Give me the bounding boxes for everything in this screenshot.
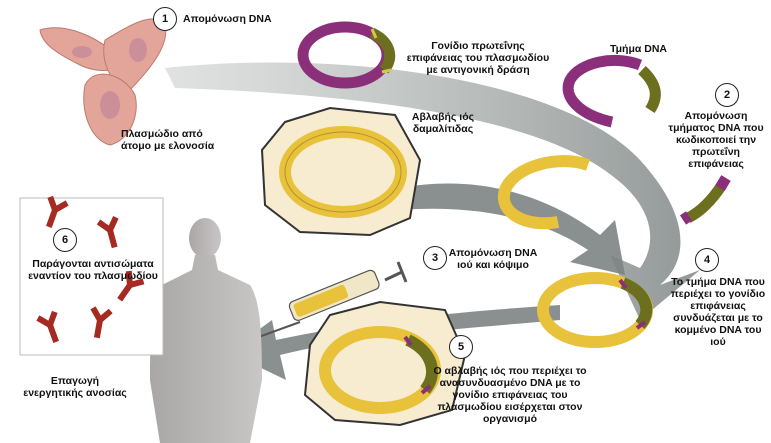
immunity-label: Επαγωγή ενεργητικής ανοσίας bbox=[23, 375, 127, 399]
step-2-text: Απομόνωση τμήματος DNA που κωδικοποιεί τ… bbox=[668, 110, 764, 170]
isolated-gene-fragment bbox=[679, 175, 731, 225]
process-arrow-return bbox=[228, 305, 560, 380]
step-1-number: 1 bbox=[153, 7, 177, 31]
step-5-text: Ο αβλαβής ιός που περιέχει το ανασυνδυασ… bbox=[433, 365, 587, 425]
harmless-virus-label: Αβλαβής ιός δαμαλίτιδας bbox=[411, 111, 475, 135]
virus-cell bbox=[260, 106, 422, 237]
step-6-text: Παράγονται αντισώματα εναντίον του πλασμ… bbox=[28, 258, 158, 282]
step-4-number: 4 bbox=[695, 248, 719, 272]
surface-gene-label: Γονίδιο πρωτεΐνης επιφάνειας του πλασμωδ… bbox=[406, 40, 550, 76]
step-2-number: 2 bbox=[715, 83, 739, 107]
plasmid-dna-ring bbox=[297, 21, 396, 89]
process-arrow-main bbox=[165, 62, 700, 321]
human-silhouette bbox=[150, 218, 262, 443]
step-4-text: Το τμήμα DNA που περιέχει το γονίδιο επι… bbox=[670, 276, 766, 348]
recombinant-virus-cell bbox=[303, 300, 467, 427]
step-1-text: Απομόνωση DNA bbox=[183, 13, 272, 25]
cut-virus-dna bbox=[497, 155, 591, 230]
step-6-number: 6 bbox=[53, 228, 77, 252]
plasmodium-label: Πλασμώδιο από άτομο με ελονοσία bbox=[121, 128, 215, 152]
dna-segment-label: Τμήμα DNA bbox=[610, 43, 668, 55]
antibodies-box bbox=[19, 195, 164, 356]
step-3-text: Απομόνωση DNA ιού και κόψιμο bbox=[448, 247, 538, 271]
recombinant-dna-ring bbox=[537, 272, 653, 348]
cut-dna-segment bbox=[562, 54, 661, 128]
step-3-number: 3 bbox=[423, 246, 447, 270]
plasmodium-cells bbox=[39, 18, 167, 146]
process-arrow-virus bbox=[400, 183, 625, 275]
step-5-number: 5 bbox=[449, 335, 473, 359]
